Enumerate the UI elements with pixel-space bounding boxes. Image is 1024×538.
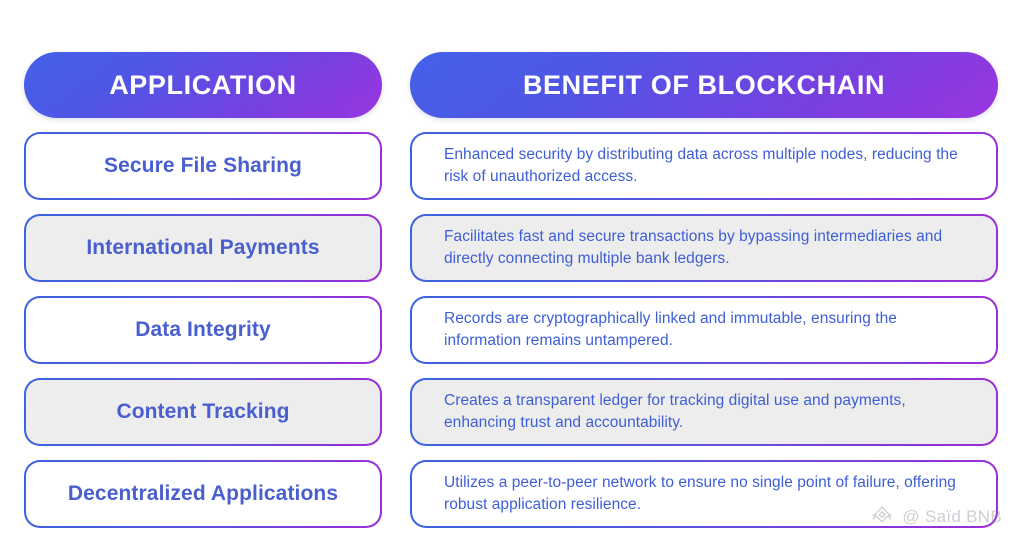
table-row: Decentralized Applications (24, 460, 382, 528)
table-row: Data Integrity (24, 296, 382, 364)
column-header-application-label: APPLICATION (109, 69, 297, 100)
column-header-benefit-label: BENEFIT OF BLOCKCHAIN (522, 69, 886, 100)
table-row: Facilitates fast and secure transactions… (410, 214, 998, 282)
table-row: Creates a transparent ledger for trackin… (410, 378, 998, 446)
application-label: Decentralized Applications (67, 481, 339, 505)
application-label: Secure File Sharing (104, 153, 302, 177)
benefit-label: Enhanced security by distributing data a… (444, 146, 958, 185)
table-row: Records are cryptographically linked and… (410, 296, 998, 364)
benefit-label: Records are cryptographically linked and… (444, 310, 897, 349)
benefit-label: Creates a transparent ledger for trackin… (444, 392, 906, 431)
benefit-cell: Facilitates fast and secure transactions… (412, 216, 996, 280)
table-row: Utilizes a peer-to-peer network to ensur… (410, 460, 998, 528)
table-row: International Payments (24, 214, 382, 282)
application-label: International Payments (86, 235, 320, 259)
application-cell: International Payments (26, 216, 380, 280)
table-grid: APPLICATION BENEFIT OF BLOCKCHAIN Secure… (24, 52, 998, 528)
benefit-cell: Records are cryptographically linked and… (412, 298, 996, 362)
benefit-cell: Utilizes a peer-to-peer network to ensur… (412, 462, 996, 526)
application-cell: Content Tracking (26, 380, 380, 444)
application-cell: Data Integrity (26, 298, 380, 362)
benefit-cell: Enhanced security by distributing data a… (412, 134, 996, 198)
column-header-benefit: BENEFIT OF BLOCKCHAIN (410, 52, 998, 118)
application-label: Data Integrity (135, 317, 271, 341)
benefit-label: Facilitates fast and secure transactions… (444, 228, 943, 267)
column-header-application: APPLICATION (24, 52, 382, 118)
table-row: Content Tracking (24, 378, 382, 446)
benefit-cell: Creates a transparent ledger for trackin… (412, 380, 996, 444)
application-cell: Secure File Sharing (26, 134, 380, 198)
table-row: Enhanced security by distributing data a… (410, 132, 998, 200)
application-cell: Decentralized Applications (26, 462, 380, 526)
table-row: Secure File Sharing (24, 132, 382, 200)
benefit-label: Utilizes a peer-to-peer network to ensur… (444, 474, 956, 513)
application-label: Content Tracking (116, 399, 290, 423)
